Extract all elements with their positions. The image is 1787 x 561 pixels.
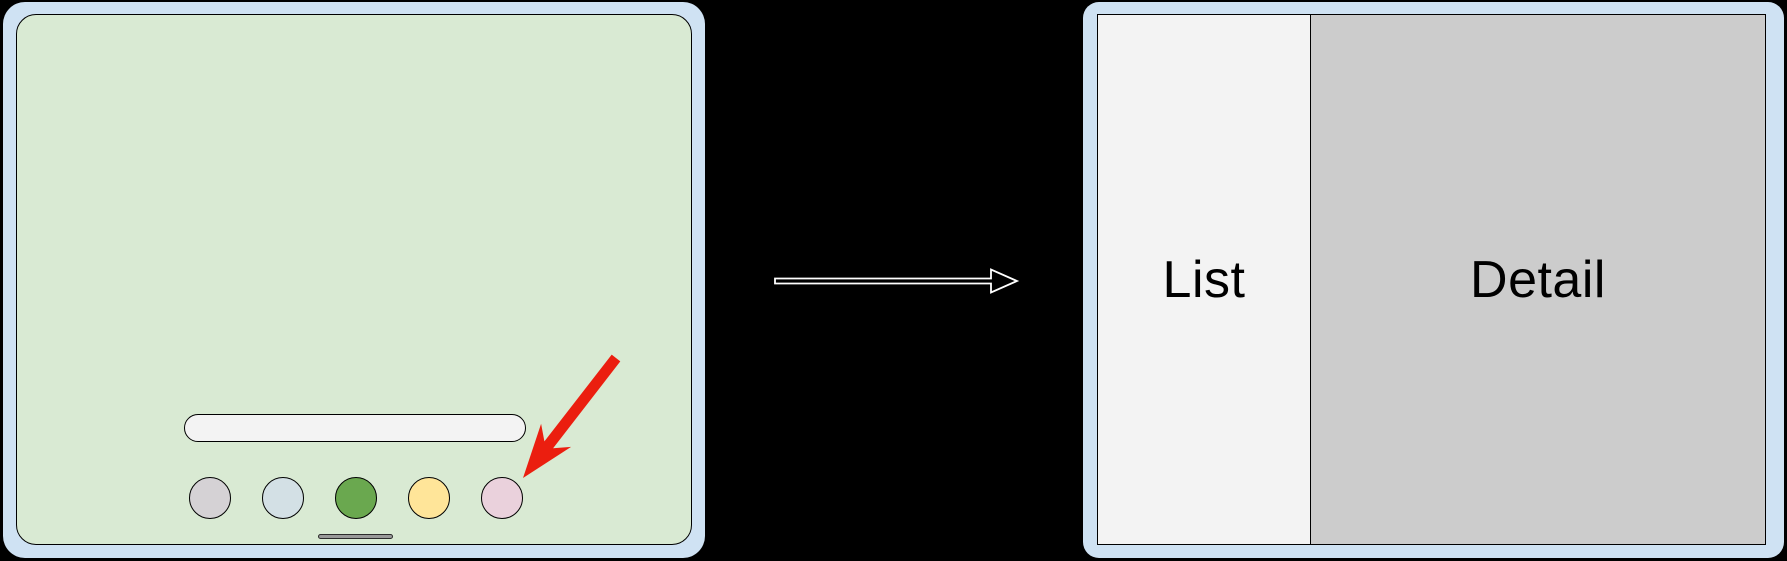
red-pointer-arrow [523,354,621,478]
home-indicator [318,534,393,539]
split-view: List Detail [1097,14,1766,545]
detail-pane: Detail [1311,15,1765,544]
phone-device-frame [3,2,705,558]
transition-arrow-shape [774,268,1020,294]
search-bar [184,414,526,442]
blue-app-icon [262,477,304,519]
phone-home-screen [16,14,692,545]
pink-app-icon [481,477,523,519]
detail-pane-label: Detail [1470,250,1606,309]
gray-app-icon [189,477,231,519]
list-pane: List [1098,15,1311,544]
green-app-icon [335,477,377,519]
tablet-device-frame: List Detail [1083,2,1784,558]
list-pane-label: List [1162,250,1246,309]
yellow-app-icon [408,477,450,519]
red-pointer-arrow-shape [523,354,621,478]
transition-arrow [774,268,1020,294]
